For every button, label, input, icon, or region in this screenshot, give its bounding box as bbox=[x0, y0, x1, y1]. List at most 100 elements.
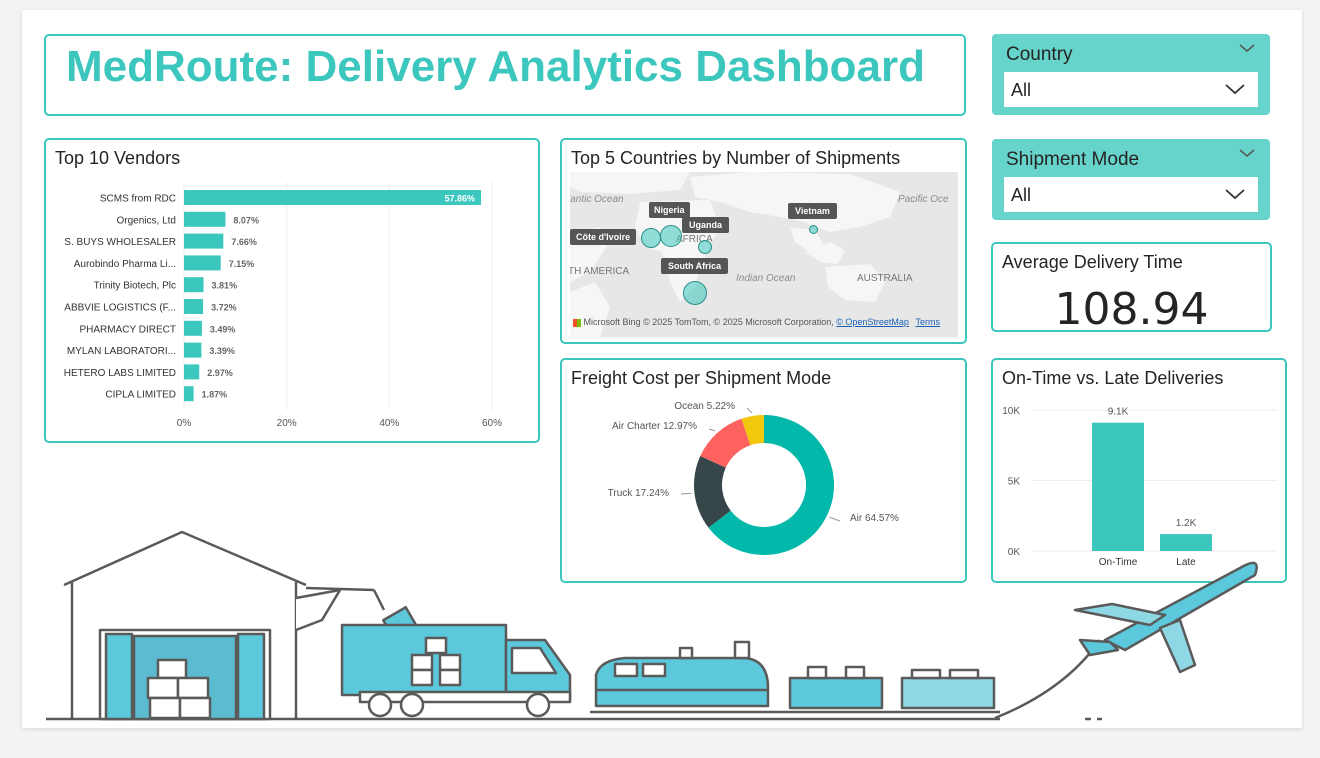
countries-map-visual[interactable]: Top 5 Countries by Number of Shipments l… bbox=[560, 138, 967, 344]
x-category-label: On-Time bbox=[1099, 557, 1138, 568]
data-label: 1.2K bbox=[1176, 518, 1197, 529]
map-marker-label: South Africa bbox=[661, 258, 729, 274]
bar bbox=[1092, 422, 1144, 551]
map-label-ocean: Indian Ocean bbox=[736, 273, 796, 284]
data-label: 2.97% bbox=[207, 368, 233, 378]
leader-line bbox=[708, 428, 716, 432]
map-label-ocean: lantic Ocean bbox=[570, 194, 624, 205]
freight-donut-chart: Air 64.57% Truck 17.24% Air Charter 12.97%… bbox=[608, 401, 899, 555]
visual-title: On-Time vs. Late Deliveries bbox=[1002, 368, 1224, 388]
bar bbox=[184, 342, 202, 358]
bar bbox=[184, 299, 204, 314]
y-category-label: ABBVIE LOGISTICS (F... bbox=[64, 303, 176, 314]
x-tick-label: 20% bbox=[277, 418, 297, 429]
chevron-down-icon[interactable] bbox=[1238, 147, 1256, 159]
donut-slice bbox=[694, 455, 731, 528]
data-label: 3.49% bbox=[210, 324, 236, 334]
country-slicer[interactable]: Country All bbox=[992, 34, 1270, 115]
bar bbox=[1160, 534, 1212, 551]
leader-line bbox=[746, 407, 753, 414]
map-bubble[interactable] bbox=[809, 225, 818, 234]
map-label-ocean: Pacific Oce bbox=[898, 194, 949, 205]
y-category-label: MYLAN LABORATORI... bbox=[67, 346, 176, 357]
attribution-text: © 2025 TomTom, © 2025 Microsoft Corporat… bbox=[643, 317, 834, 327]
kpi-title: Average Delivery Time bbox=[1002, 252, 1183, 272]
map-marker-label: Côte d'Ivoire bbox=[570, 229, 637, 245]
shipment-mode-dropdown-value: All bbox=[1011, 185, 1032, 205]
data-label: Air Charter 12.97% bbox=[612, 421, 697, 432]
y-tick-label: 5K bbox=[1008, 477, 1021, 488]
freight-cost-visual[interactable]: Freight Cost per Shipment Mode Air 64.57… bbox=[560, 358, 967, 583]
y-category-label: PHARMACY DIRECT bbox=[80, 324, 177, 335]
y-category-label: CIPLA LIMITED bbox=[105, 390, 176, 401]
map-bubble[interactable] bbox=[683, 281, 707, 305]
title-card: MedRoute: Delivery Analytics Dashboard bbox=[44, 34, 966, 116]
data-label: 7.66% bbox=[231, 237, 257, 247]
data-label: 3.39% bbox=[209, 346, 235, 356]
y-category-label: SCMS from RDC bbox=[100, 194, 176, 205]
donut-slice bbox=[741, 415, 764, 446]
data-label: 8.07% bbox=[233, 215, 259, 225]
map-canvas[interactable]: lantic Ocean Pacific Oce Indian Ocean AF… bbox=[570, 172, 958, 337]
page-title: MedRoute: Delivery Analytics Dashboard bbox=[66, 42, 926, 91]
bar bbox=[184, 386, 194, 402]
data-label: Truck 17.24% bbox=[608, 488, 669, 499]
data-label: Ocean 5.22% bbox=[674, 401, 735, 412]
bar bbox=[184, 364, 200, 380]
ontime-chart: 0K 5K 10K 9.1K On-Time 1.2K Late bbox=[1002, 406, 1277, 568]
bar bbox=[184, 320, 202, 336]
ontime-late-visual[interactable]: On-Time vs. Late Deliveries 0K 5K 10K 9.1K O… bbox=[991, 358, 1287, 583]
shipment-mode-slicer-label: Shipment Mode bbox=[1006, 149, 1140, 170]
data-label: 3.72% bbox=[211, 303, 237, 313]
y-category-label: Orgenics, Ltd bbox=[117, 215, 176, 226]
avg-delivery-time-card[interactable]: Average Delivery Time 108.94 bbox=[991, 242, 1272, 335]
dropdown-arrow-icon[interactable] bbox=[1224, 187, 1246, 201]
map-marker-label: Vietnam bbox=[788, 203, 837, 219]
country-dropdown-value: All bbox=[1011, 80, 1032, 100]
visual-title: Top 5 Countries by Number of Shipments bbox=[571, 148, 901, 168]
shipment-mode-dropdown[interactable]: All bbox=[1004, 177, 1258, 212]
map-bubble[interactable] bbox=[641, 228, 661, 248]
x-tick-label: 60% bbox=[482, 418, 502, 429]
map-label-continent: TH AMERICA bbox=[570, 266, 630, 277]
y-tick-label: 10K bbox=[1002, 406, 1020, 417]
terms-link[interactable]: Terms bbox=[915, 317, 940, 327]
donut-slice bbox=[700, 418, 751, 468]
y-category-label: S. BUYS WHOLESALER bbox=[64, 237, 176, 248]
map-label-continent: AFRICA bbox=[676, 234, 713, 245]
y-category-label: Aurobindo Pharma Li... bbox=[74, 259, 176, 270]
country-dropdown[interactable]: All bbox=[1004, 72, 1258, 107]
map-bubble[interactable] bbox=[698, 240, 712, 254]
leader-line bbox=[680, 492, 692, 495]
map-marker-label: Uganda bbox=[682, 217, 730, 233]
data-label: 9.1K bbox=[1108, 407, 1129, 418]
bar bbox=[184, 190, 482, 205]
data-label: Air 64.57% bbox=[850, 513, 899, 524]
microsoft-logo-icon bbox=[573, 318, 581, 327]
bar bbox=[184, 211, 226, 227]
data-label: 7.15% bbox=[229, 259, 255, 269]
osm-link[interactable]: © OpenStreetMap bbox=[836, 317, 909, 327]
visual-title: Freight Cost per Shipment Mode bbox=[571, 368, 832, 388]
leader-line bbox=[829, 516, 841, 522]
x-category-label: Late bbox=[1176, 557, 1196, 568]
data-label: 1.87% bbox=[202, 390, 228, 400]
chevron-down-icon[interactable] bbox=[1238, 42, 1256, 54]
bar bbox=[184, 277, 204, 293]
map-attribution: Microsoft Bing © 2025 TomTom, © 2025 Mic… bbox=[573, 317, 940, 327]
map-marker-label: Nigeria bbox=[649, 202, 690, 218]
donut-slice bbox=[708, 415, 834, 555]
bar bbox=[184, 255, 221, 271]
map-bubble[interactable] bbox=[660, 225, 682, 247]
x-tick-label: 40% bbox=[379, 418, 399, 429]
kpi-value: 108.94 bbox=[1054, 284, 1209, 335]
y-category-label: Trinity Biotech, Plc bbox=[94, 281, 176, 292]
dropdown-arrow-icon[interactable] bbox=[1224, 82, 1246, 96]
bar bbox=[184, 233, 224, 249]
visual-title: Top 10 Vendors bbox=[55, 148, 181, 168]
map-label-continent: AUSTRALIA bbox=[857, 273, 913, 284]
y-tick-label: 0K bbox=[1008, 547, 1021, 558]
shipment-mode-slicer[interactable]: Shipment Mode All bbox=[992, 139, 1270, 220]
